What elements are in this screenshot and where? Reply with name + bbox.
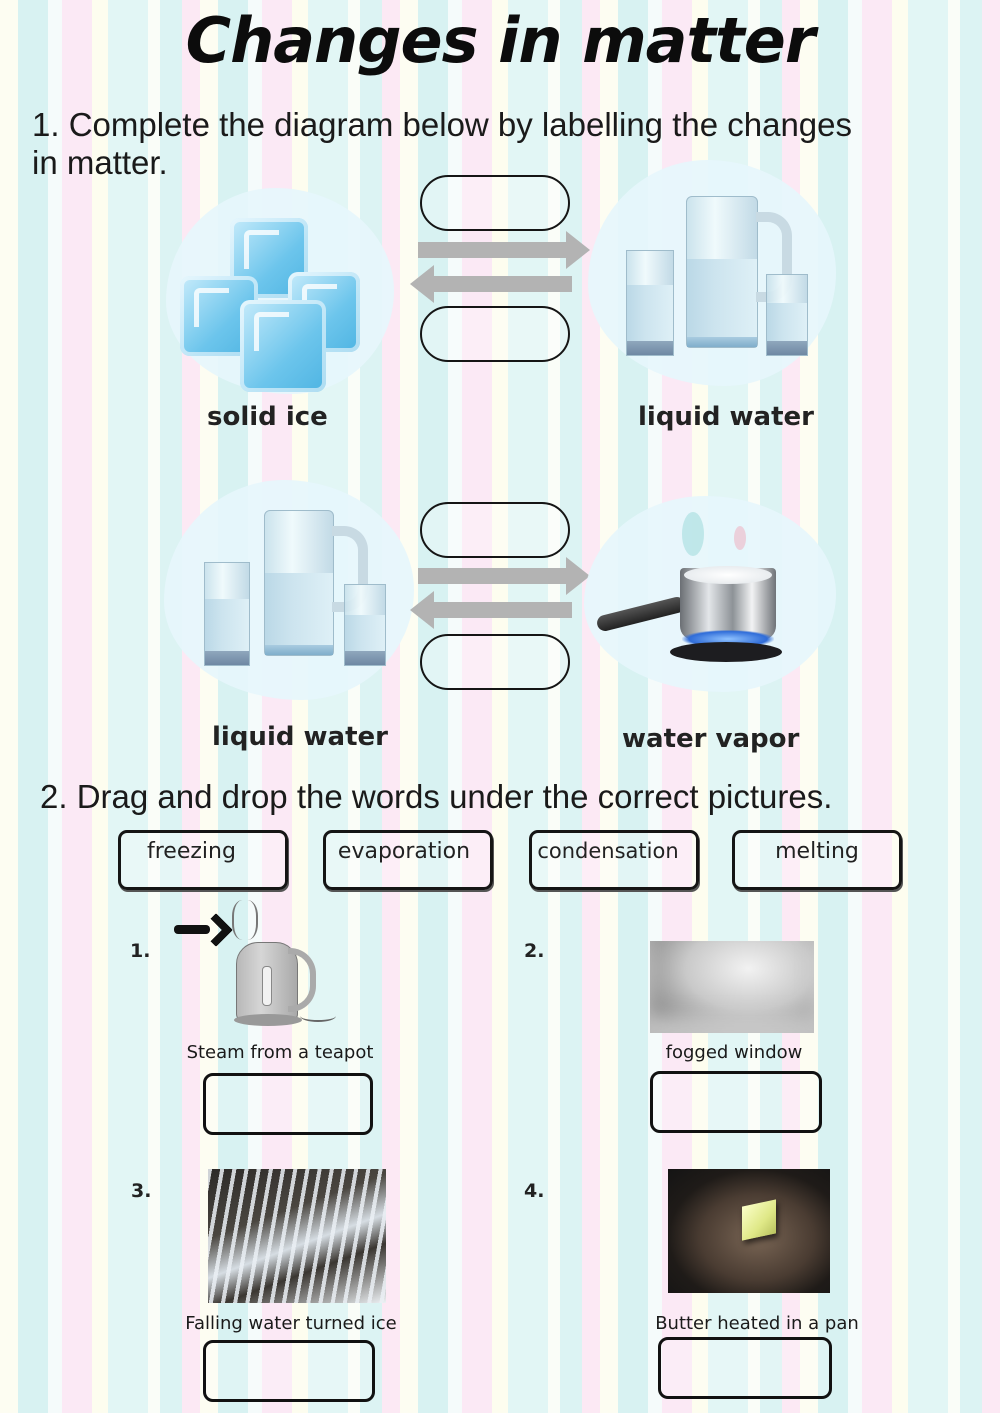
diagram1-right-label: liquid water — [638, 402, 814, 432]
butter-icon — [742, 1199, 776, 1241]
item1-drop-box[interactable] — [203, 1073, 373, 1135]
item3-caption: Falling water turned ice — [185, 1313, 397, 1334]
glass-icon — [344, 584, 386, 666]
black-arrow-icon — [174, 925, 210, 934]
kettle-window — [262, 966, 272, 1006]
item4-caption: Butter heated in a pan — [655, 1313, 859, 1334]
ice-cube-icon — [240, 300, 326, 392]
word-evaporation[interactable]: evaporation — [323, 830, 493, 890]
left-arrow-icon — [410, 265, 572, 303]
word-label: freezing — [147, 839, 236, 864]
water-pitcher-image — [164, 480, 414, 700]
pot-contents — [684, 566, 772, 584]
black-arrow-head — [199, 913, 233, 947]
word-melting[interactable]: melting — [732, 830, 902, 890]
diagram1-bottom-answer-box[interactable] — [420, 306, 570, 362]
word-bank: freezing evaporation condensation meltin… — [0, 828, 1000, 890]
steam-icon — [232, 900, 258, 940]
section2-instruction: 2. Drag and drop the words under the cor… — [40, 778, 833, 815]
page-title: Changes in matter — [185, 4, 816, 77]
butter-in-pan-image — [668, 1169, 830, 1293]
item4-number: 4. — [524, 1180, 545, 1202]
right-arrow-icon — [418, 557, 590, 595]
boiling-pot-image — [584, 496, 836, 692]
glass-icon — [766, 274, 808, 356]
diagram1-top-answer-box[interactable] — [420, 175, 570, 231]
word-condensation[interactable]: condensation — [529, 830, 699, 890]
word-freezing[interactable]: freezing — [118, 830, 288, 890]
diagram2-right-label: water vapor — [622, 724, 800, 754]
kettle-cord — [300, 1010, 336, 1022]
water-pitcher-image — [588, 160, 836, 386]
item3-number: 3. — [131, 1180, 152, 1202]
burner-icon — [670, 642, 782, 662]
word-label: condensation — [537, 839, 679, 863]
frozen-waterfall-image — [208, 1169, 386, 1303]
pot-handle — [595, 595, 687, 633]
diagram2-top-answer-box[interactable] — [420, 502, 570, 558]
glass-icon — [204, 562, 250, 666]
diagram2-bottom-answer-box[interactable] — [420, 634, 570, 690]
item2-number: 2. — [524, 940, 545, 962]
fogged-window-image — [650, 941, 814, 1033]
section1-instruction-line1: 1. Complete the diagram below by labelli… — [32, 106, 853, 143]
word-label: evaporation — [337, 839, 471, 864]
pitcher-icon — [686, 196, 758, 348]
word-label: melting — [775, 839, 859, 864]
steam-icon — [734, 526, 746, 550]
kettle-with-steam-image — [170, 896, 350, 1032]
item2-drop-box[interactable] — [650, 1071, 822, 1133]
glass-icon — [626, 250, 674, 356]
item3-drop-box[interactable] — [203, 1340, 375, 1402]
item1-caption: Steam from a teapot — [186, 1042, 374, 1063]
diagram2-left-label: liquid water — [212, 722, 388, 752]
steam-icon — [682, 512, 704, 556]
left-arrow-icon — [410, 591, 572, 629]
kettle-handle — [288, 948, 316, 1012]
right-arrow-icon — [418, 231, 590, 269]
section1-instruction-line2: in matter. — [32, 144, 168, 181]
pitcher-icon — [264, 510, 334, 656]
kettle-base — [234, 1014, 302, 1026]
diagram1-left-label: solid ice — [207, 402, 328, 432]
item4-drop-box[interactable] — [658, 1337, 832, 1399]
diagram-1: solid ice liquid water — [0, 160, 1000, 450]
ice-cubes-image — [166, 188, 394, 394]
item2-caption: fogged window — [665, 1042, 803, 1063]
diagram-2: liquid water water vapor — [0, 480, 1000, 770]
item1-number: 1. — [130, 940, 151, 962]
